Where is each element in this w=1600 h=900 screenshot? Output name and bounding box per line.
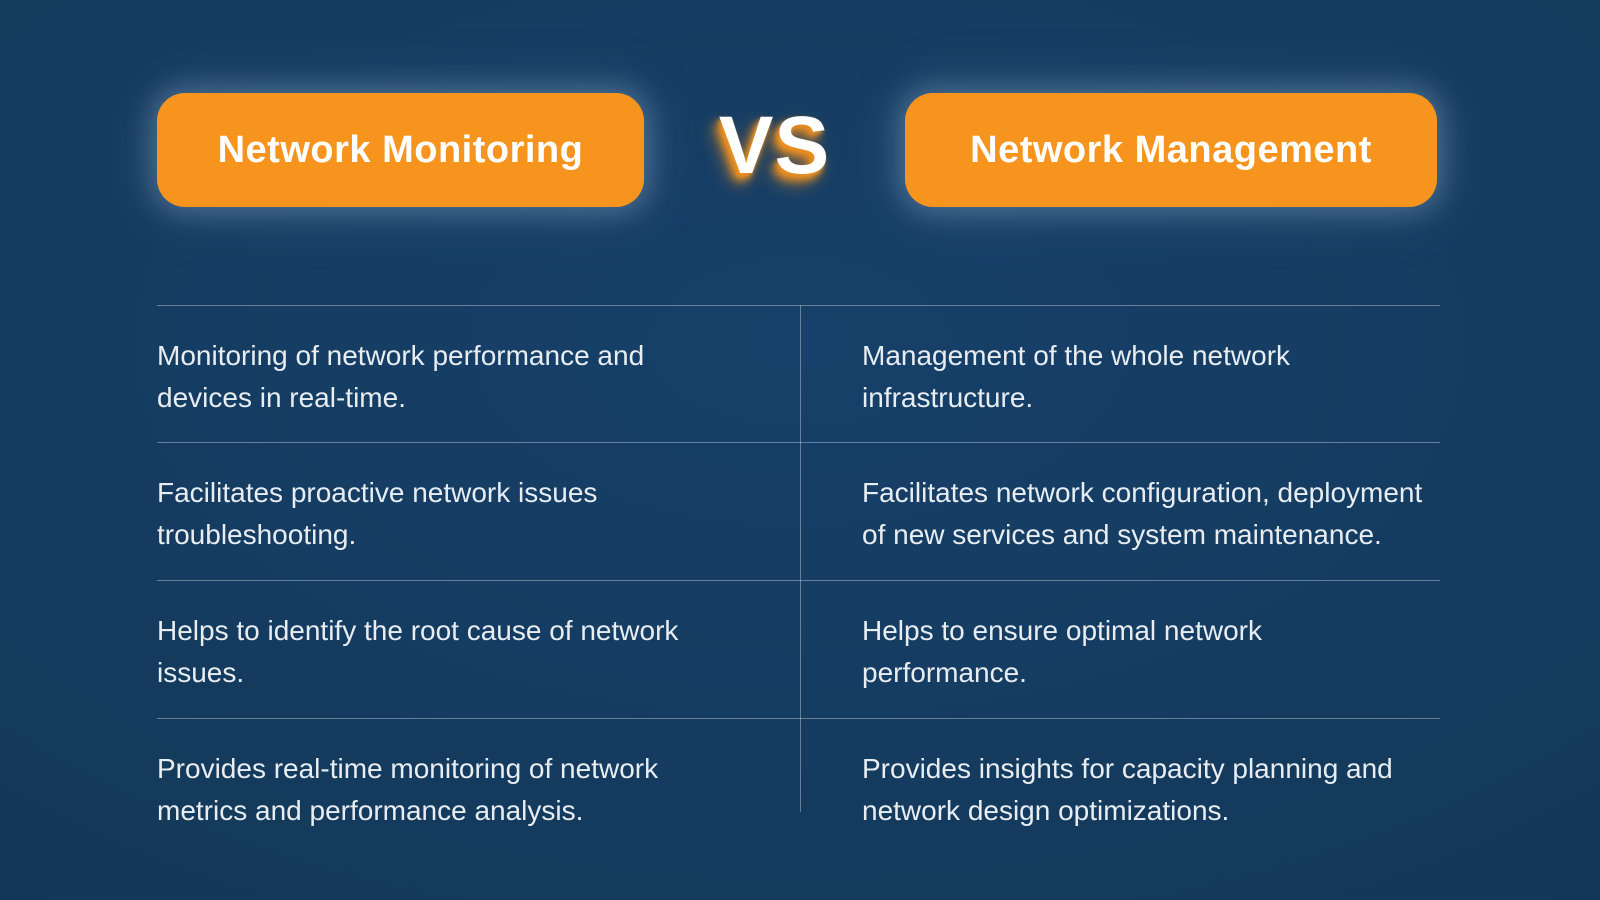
- title-pill-right-label: Network Management: [970, 128, 1372, 171]
- management-cell-3: Helps to ensure optimal network performa…: [862, 615, 1262, 688]
- monitoring-cell-1: Monitoring of network performance and de…: [157, 340, 645, 413]
- monitoring-cell-2: Facilitates proactive network issues tro…: [157, 477, 598, 550]
- table-row: Facilitates proactive network issues tro…: [157, 442, 1440, 580]
- monitoring-cell-4: Provides real-time monitoring of network…: [157, 753, 659, 826]
- title-pill-network-management: Network Management: [905, 93, 1437, 207]
- table-row: Helps to identify the root cause of netw…: [157, 580, 1440, 718]
- comparison-table: Monitoring of network performance and de…: [157, 305, 1440, 826]
- column-divider: [800, 305, 801, 812]
- management-cell-1: Management of the whole network infrastr…: [862, 340, 1291, 413]
- table-row: Monitoring of network performance and de…: [157, 305, 1440, 442]
- table-row: Provides real-time monitoring of network…: [157, 718, 1440, 826]
- monitoring-cell-3: Helps to identify the root cause of netw…: [157, 615, 679, 688]
- title-pill-network-monitoring: Network Monitoring: [157, 93, 644, 207]
- vs-label: VS: [718, 100, 831, 191]
- management-cell-2: Facilitates network configuration, deplo…: [862, 477, 1423, 550]
- title-pill-left-label: Network Monitoring: [217, 128, 584, 171]
- management-cell-4: Provides insights for capacity planning …: [862, 753, 1393, 826]
